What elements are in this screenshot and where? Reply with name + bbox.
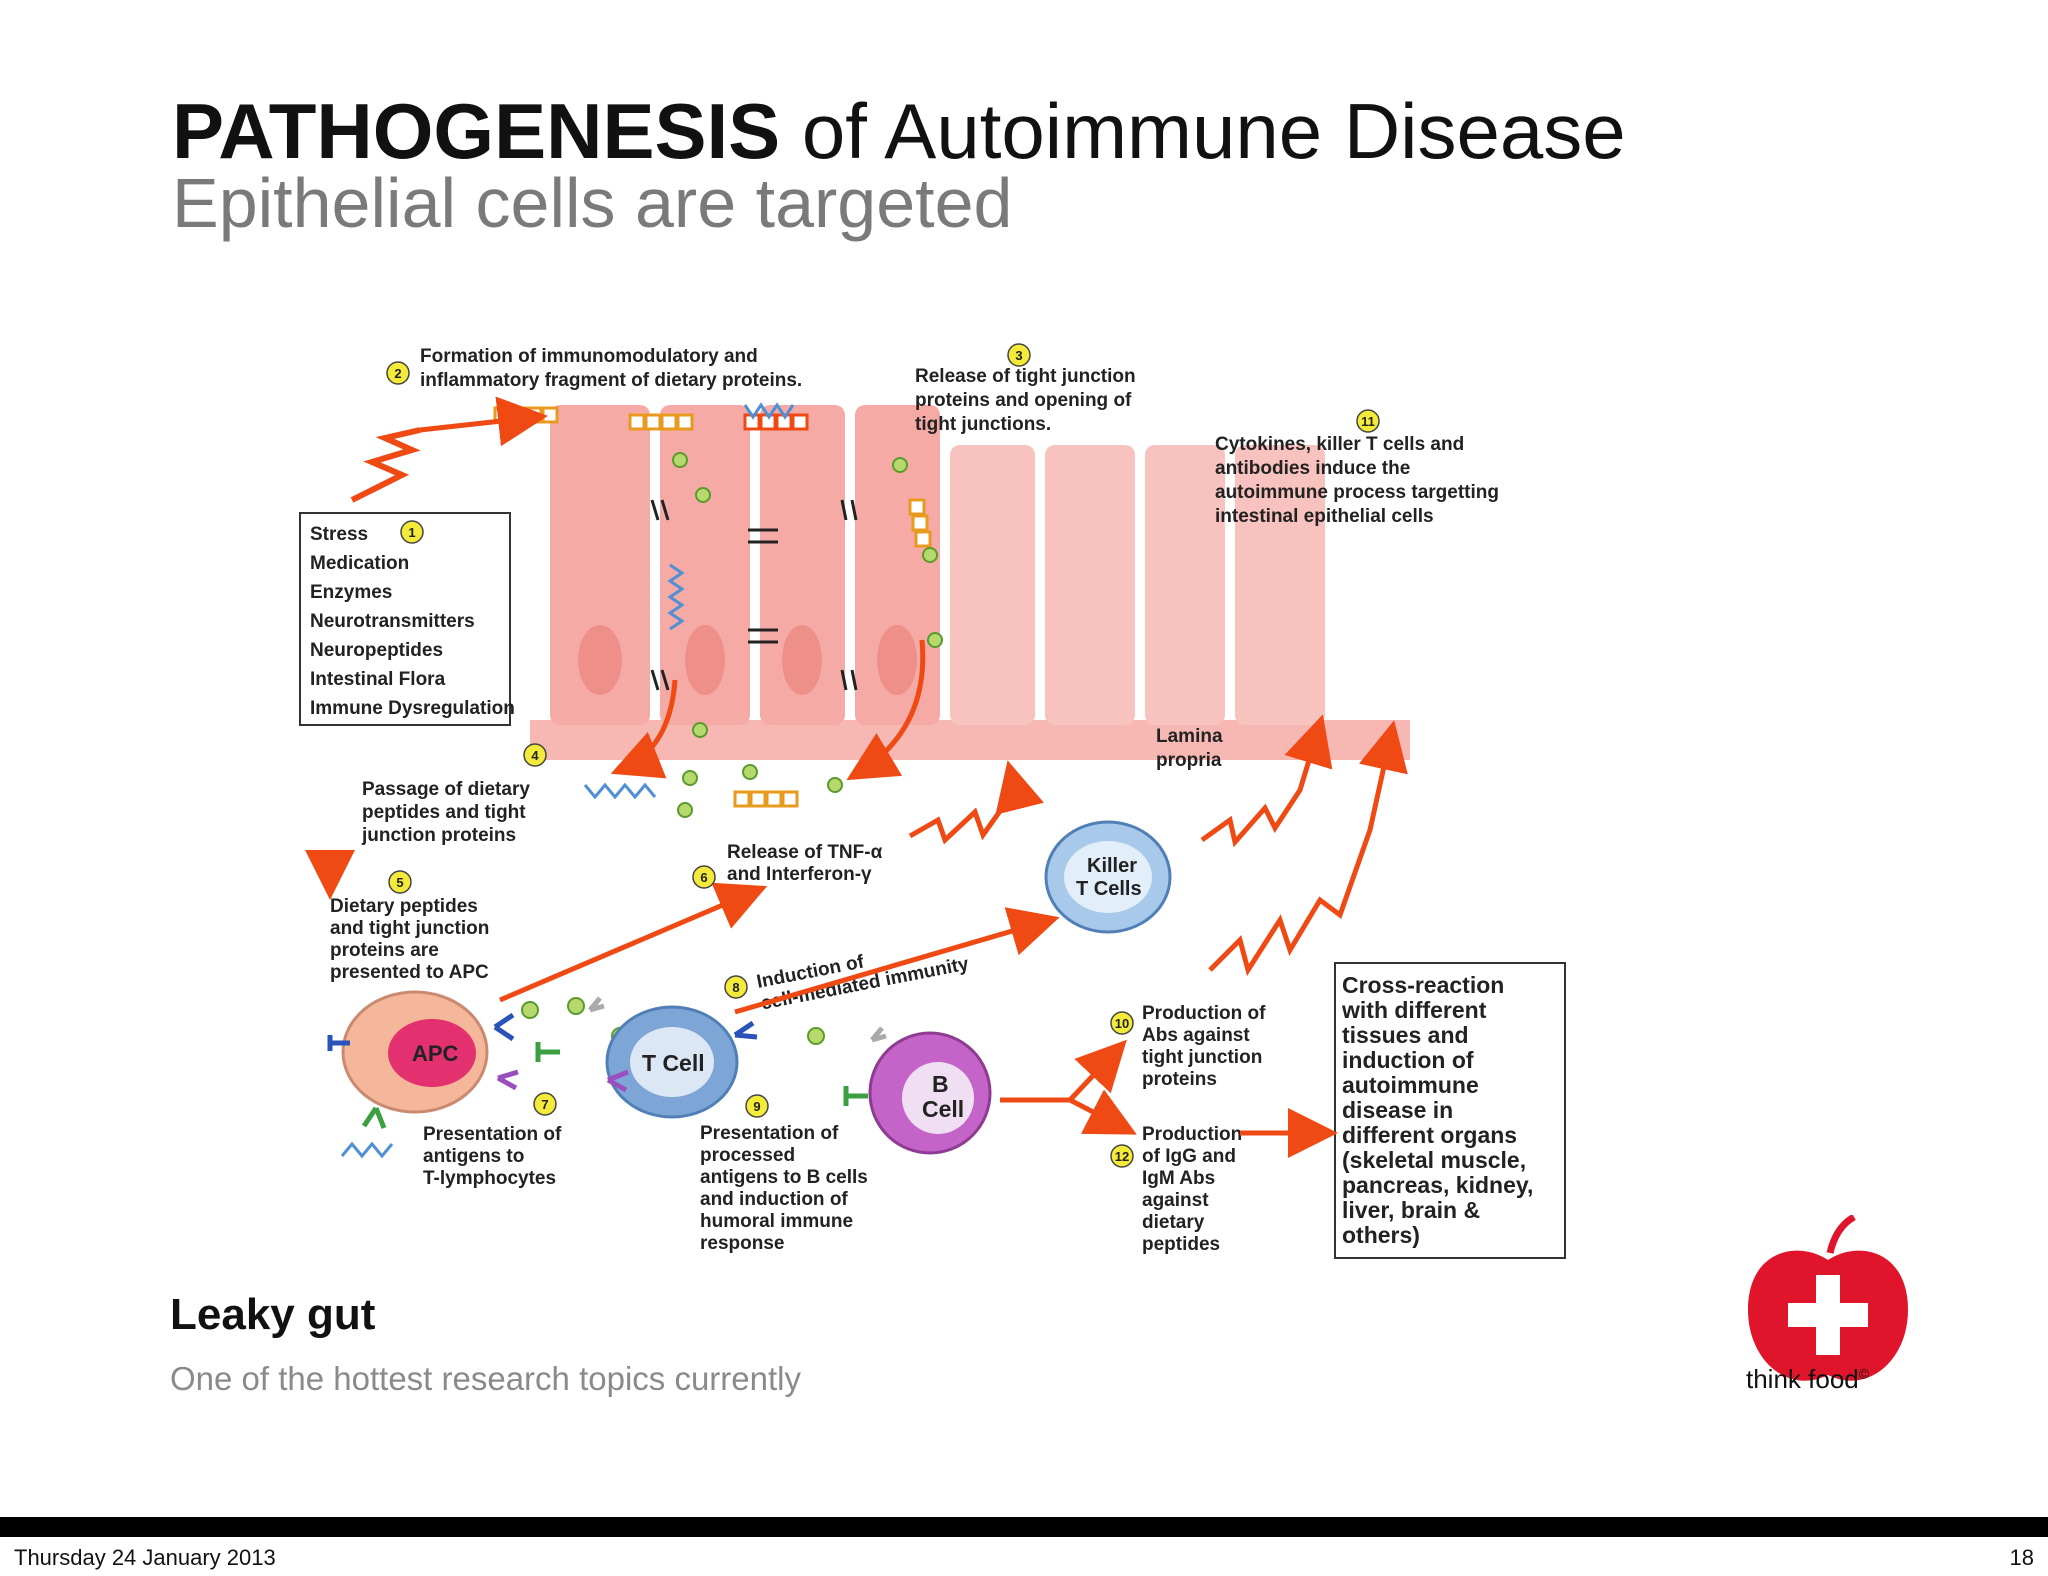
svg-text:2: 2	[394, 366, 401, 381]
svg-text:5: 5	[396, 875, 403, 890]
footer-bar	[0, 1517, 2048, 1537]
svg-text:12: 12	[1115, 1149, 1129, 1164]
page-number: 18	[2009, 1545, 2034, 1570]
svg-text:8: 8	[732, 980, 739, 995]
apc-cell: APC	[341, 990, 489, 1114]
svg-text:1: 1	[408, 525, 415, 540]
t-cell: T Cell	[605, 1005, 739, 1119]
svg-text:11: 11	[1361, 414, 1375, 429]
leaky-gut-heading: Leaky gut	[170, 1290, 376, 1339]
svg-text:9: 9	[753, 1099, 760, 1114]
caption: One of the hottest research topics curre…	[170, 1360, 801, 1397]
intestinal-epithelium	[530, 405, 1410, 760]
step-number-badges	[386, 343, 1380, 1168]
svg-text:6: 6	[700, 870, 707, 885]
slide-title: PATHOGENESIS of Autoimmune Disease	[172, 87, 1626, 175]
logo-text: think food©	[1746, 1364, 1870, 1394]
svg-text:4: 4	[531, 748, 539, 763]
svg-text:APC: APC	[412, 1041, 459, 1066]
svg-text:3: 3	[1015, 348, 1022, 363]
footer-date: Thursday 24 January 2013	[14, 1545, 276, 1570]
think-food-apple-icon	[1748, 1215, 1908, 1381]
slide-subtitle: Epithelial cells are targeted	[172, 164, 1013, 242]
svg-text:7: 7	[541, 1097, 548, 1112]
svg-text:10: 10	[1115, 1016, 1129, 1031]
svg-text:T Cell: T Cell	[642, 1050, 705, 1076]
